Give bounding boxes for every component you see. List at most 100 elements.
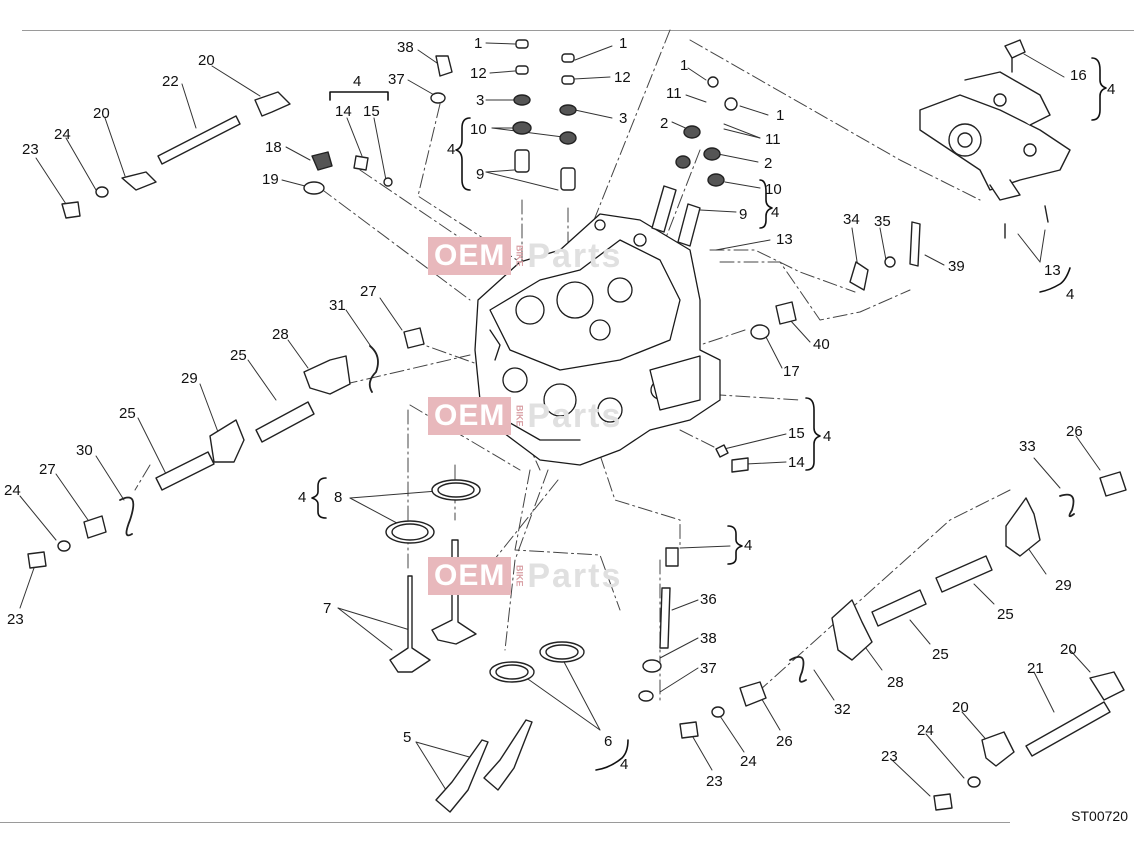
- callout-number: 6: [604, 733, 613, 750]
- callout-number: 23: [22, 141, 39, 158]
- callout-number: 4: [823, 428, 832, 445]
- callout-number: 16: [1070, 67, 1087, 84]
- valve-spring-stacks: [303, 39, 921, 473]
- callout-number: 34: [843, 211, 860, 228]
- callout-number: 31: [329, 297, 346, 314]
- callout-number: 35: [874, 213, 891, 230]
- callout-number: 22: [162, 73, 179, 90]
- watermark-2: OEM BIKE Parts: [428, 396, 622, 436]
- callout-number: 14: [335, 103, 352, 120]
- watermark-brand: OEM: [428, 397, 512, 435]
- callout-number: 5: [403, 729, 412, 746]
- valves-and-seats: [385, 479, 679, 813]
- callout-number: 26: [1066, 423, 1083, 440]
- callout-number: 3: [476, 92, 485, 109]
- callout-number: 32: [834, 701, 851, 718]
- callout-number: 20: [93, 105, 110, 122]
- callout-number: 4: [744, 537, 753, 554]
- callout-number: 4: [353, 73, 362, 90]
- callout-number: 25: [230, 347, 247, 364]
- callout-number: 37: [388, 71, 405, 88]
- callout-number: 39: [948, 258, 965, 275]
- callout-number: 12: [614, 69, 631, 86]
- callout-number: 1: [474, 35, 483, 52]
- watermark-middle: BIKE: [514, 405, 525, 427]
- bottom-border: [0, 822, 1010, 823]
- callout-number: 20: [198, 52, 215, 69]
- watermark-1: OEM BIKE Parts: [428, 236, 622, 276]
- callout-number: 27: [39, 461, 56, 478]
- callout-number: 4: [620, 756, 629, 773]
- callout-number: 27: [360, 283, 377, 300]
- group-braces: [311, 57, 1107, 771]
- callout-number: 28: [272, 326, 289, 343]
- callout-number: 11: [765, 131, 781, 148]
- callout-number: 18: [265, 139, 282, 156]
- callout-number: 25: [997, 606, 1014, 623]
- callout-number: 14: [788, 454, 805, 471]
- callout-number: 25: [119, 405, 136, 422]
- callout-number: 38: [397, 39, 414, 56]
- callout-number: 24: [4, 482, 21, 499]
- callout-number: 2: [660, 115, 669, 132]
- callout-number: 25: [932, 646, 949, 663]
- callout-number: 9: [739, 206, 748, 223]
- callout-number: 1: [680, 57, 689, 74]
- callout-number: 30: [76, 442, 93, 459]
- callout-number: 9: [476, 166, 485, 183]
- watermark-suffix: Parts: [527, 236, 623, 275]
- watermark-suffix: Parts: [527, 556, 623, 595]
- callout-number: 37: [700, 660, 717, 677]
- callout-number: 13: [776, 231, 793, 248]
- callout-number: 38: [700, 630, 717, 647]
- callout-number: 24: [917, 722, 934, 739]
- callout-number: 4: [1066, 286, 1075, 303]
- callout-number: 19: [262, 171, 279, 188]
- callout-number: 40: [813, 336, 830, 353]
- top-border: [22, 30, 1134, 31]
- callout-number: 17: [783, 363, 800, 380]
- watermark-suffix: Parts: [527, 396, 623, 435]
- callout-number: 29: [1055, 577, 1072, 594]
- callout-number: 7: [323, 600, 332, 617]
- callout-number: 15: [363, 103, 380, 120]
- rocker-shaft-right: [679, 471, 1127, 811]
- watermark-brand: OEM: [428, 237, 512, 275]
- callout-number: 33: [1019, 438, 1036, 455]
- callout-number: 23: [881, 748, 898, 765]
- callout-number: 20: [952, 699, 969, 716]
- callout-number: 21: [1027, 660, 1044, 677]
- callout-number: 10: [470, 121, 487, 138]
- callout-number: 29: [181, 370, 198, 387]
- drawing-code: ST00720: [1071, 808, 1128, 824]
- callout-number: 3: [619, 110, 628, 127]
- rocker-shaft-lower-left: [27, 327, 425, 569]
- callout-number: 8: [334, 489, 343, 506]
- rocker-carrier: [919, 39, 1071, 239]
- callout-number: 11: [666, 85, 682, 102]
- watermark-middle: BIKE: [514, 565, 525, 587]
- callout-number: 26: [776, 733, 793, 750]
- callout-number: 1: [619, 35, 628, 52]
- callout-number: 4: [1107, 81, 1116, 98]
- callout-number: 15: [788, 425, 805, 442]
- callout-number: 36: [700, 591, 717, 608]
- callout-number: 4: [447, 141, 456, 158]
- callout-number: 4: [771, 204, 780, 221]
- callout-number: 28: [887, 674, 904, 691]
- callout-number: 23: [7, 611, 24, 628]
- watermark-middle: BIKE: [514, 245, 525, 267]
- cylinder-head: [474, 213, 721, 466]
- callout-number: 10: [765, 181, 782, 198]
- watermark-3: OEM BIKE Parts: [428, 556, 622, 596]
- callout-number: 24: [54, 126, 71, 143]
- watermark-brand: OEM: [428, 557, 512, 595]
- callout-number: 1: [776, 107, 785, 124]
- callout-number: 12: [470, 65, 487, 82]
- callout-number: 24: [740, 753, 757, 770]
- callout-number: 2: [764, 155, 773, 172]
- callout-number: 4: [298, 489, 307, 506]
- callout-number: 13: [1044, 262, 1061, 279]
